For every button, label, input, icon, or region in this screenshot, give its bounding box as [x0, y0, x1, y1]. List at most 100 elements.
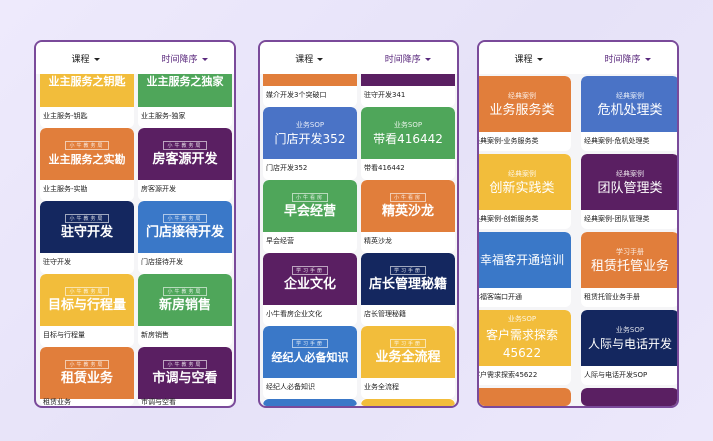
- cover-subtitle: 学习手册: [389, 266, 426, 275]
- cover-subtitle: 经典案例: [508, 91, 536, 100]
- course-card[interactable]: 小牛教务局 驻守开发 驻守开发: [40, 201, 134, 274]
- cover-title: 危机处理类: [597, 102, 663, 118]
- course-card[interactable]: 学习手册 租赁托管业务 租赁托管业务手册: [581, 232, 677, 307]
- chevron-down-icon: [317, 57, 324, 61]
- course-card[interactable]: [581, 388, 677, 406]
- cover-subtitle: 小牛教务局: [163, 360, 207, 369]
- course-title: 经典案例-危机处理类: [584, 137, 650, 145]
- course-filter-label: 课程: [295, 54, 314, 65]
- course-title: 业主服务-实勘: [43, 185, 88, 193]
- course-cover: 小牛教务局 新房销售: [138, 274, 232, 326]
- course-filter-dropdown[interactable]: 课程: [36, 52, 135, 65]
- cover-subtitle: 经典案例: [508, 169, 536, 178]
- cover-subtitle: 小牛教务局: [65, 360, 109, 369]
- course-card[interactable]: 小牛教务局 新房销售 新房销售: [138, 274, 232, 347]
- course-card[interactable]: 小牛看房 早会经营 早会经营: [263, 180, 357, 253]
- course-title: 新房销售: [141, 331, 169, 339]
- course-cover: 小牛教务局 市调与空看: [138, 347, 232, 399]
- course-card[interactable]: 经典案例 创新实践类 经典案例-创新服务类: [479, 154, 571, 229]
- course-grid: 媒介开发3个突破口 驻守开发341 业务SOP 门店开发352 门店开发352 …: [260, 42, 457, 406]
- course-title: 租赁托管业务手册: [584, 293, 640, 301]
- sort-dropdown[interactable]: 时间降序: [578, 52, 677, 65]
- cover-title: 业主服务之独家: [146, 74, 224, 88]
- course-cover: 小牛教务局 门店接待开发: [138, 201, 232, 253]
- cover-subtitle: 学习手册: [616, 247, 644, 256]
- course-card[interactable]: 小牛教务局 市调与空看 市调与空看: [138, 347, 232, 406]
- course-card[interactable]: 幸福客开通培训 幸福客端口开通: [479, 232, 571, 307]
- cover-subtitle: 学习手册: [291, 266, 328, 275]
- course-title: 市调与空看: [141, 398, 176, 406]
- sort-label: 时间降序: [604, 54, 641, 65]
- course-card[interactable]: 小牛教务局 门店接待开发 门店接待开发: [138, 201, 232, 274]
- course-title: 业主服务-独家: [141, 112, 186, 120]
- course-card[interactable]: 学习手册 业务全流程 业务全流程: [361, 326, 455, 399]
- course-cover: 小牛教务局 租赁业务: [40, 347, 134, 399]
- course-card[interactable]: 业务SOP 门店开发352 门店开发352: [263, 107, 357, 180]
- cover-subtitle: 学习手册: [389, 339, 426, 348]
- course-cover: [263, 399, 357, 406]
- cover-title: 带看416442: [373, 131, 443, 146]
- course-card[interactable]: [479, 388, 571, 406]
- course-card[interactable]: 学习手册 企业文化 小牛看房企业文化: [263, 253, 357, 326]
- course-card[interactable]: 经典案例 团队管理类 经典案例-团队管理类: [581, 154, 677, 229]
- course-filter-dropdown[interactable]: 课程: [260, 52, 359, 65]
- cover-title: 业务服务类: [489, 102, 555, 118]
- sort-label: 时间降序: [161, 54, 198, 65]
- chevron-down-icon: [424, 57, 431, 61]
- course-cover: 业务SOP 带看416442: [361, 107, 455, 159]
- course-card[interactable]: 小牛教务局 租赁业务 租赁业务: [40, 347, 134, 406]
- course-title: 驻守开发: [43, 258, 71, 266]
- course-card[interactable]: [361, 399, 455, 406]
- cover-subtitle: 小牛教务局: [65, 287, 109, 296]
- course-title: 经典案例-业务服务类: [479, 137, 539, 145]
- cover-title: 门店接待开发: [145, 225, 224, 240]
- course-title: 早会经营: [266, 237, 294, 245]
- course-card[interactable]: [263, 399, 357, 406]
- cover-subtitle: 小牛看房: [389, 193, 426, 202]
- course-card[interactable]: 业务SOP 人际与电话开发 人际与电话开发SOP: [581, 310, 677, 385]
- cover-title: 店长管理秘籍: [368, 277, 447, 292]
- cover-title: 创新实践类: [489, 180, 555, 196]
- course-card[interactable]: 经典案例 危机处理类 经典案例-危机处理类: [581, 76, 677, 151]
- course-title: 人际与电话开发SOP: [584, 371, 648, 379]
- course-card[interactable]: 小牛教务局 业主服务之实勘 业主服务-实勘: [40, 128, 134, 201]
- course-card[interactable]: 小牛看房 精英沙龙 精英沙龙: [361, 180, 455, 253]
- course-cover: [581, 388, 677, 406]
- course-card[interactable]: 小牛教务局 目标与行程量 目标与行程量: [40, 274, 134, 347]
- course-filter-dropdown[interactable]: 课程: [479, 52, 578, 65]
- cover-subtitle: 业务SOP: [615, 325, 645, 334]
- course-card[interactable]: 小牛教务局 房客源开发 房客源开发: [138, 128, 232, 201]
- cover-title: 人际与电话开发: [587, 336, 672, 351]
- course-cover: 学习手册 店长管理秘籍: [361, 253, 455, 305]
- cover-title: 经纪人必备知识: [271, 351, 349, 364]
- course-cover: [479, 388, 571, 406]
- cover-title: 租赁托管业务: [590, 258, 669, 274]
- course-card[interactable]: 学习手册 经纪人必备知识 经纪人必备知识: [263, 326, 357, 399]
- course-card[interactable]: 经典案例 业务服务类 经典案例-业务服务类: [479, 76, 571, 151]
- cover-title: 幸福客开通培训: [479, 252, 564, 267]
- cover-subtitle: 经典案例: [616, 91, 644, 100]
- course-cover: 业务SOP 客户需求探索 45622: [479, 310, 571, 366]
- cover-title: 团队管理类: [597, 180, 663, 196]
- course-card[interactable]: 业务SOP 客户需求探索 45622 客户需求探索45622: [479, 310, 571, 385]
- chevron-down-icon: [201, 57, 208, 61]
- cover-subtitle: 学习手册: [291, 339, 328, 348]
- course-title: 业主服务-钥匙: [43, 112, 88, 120]
- cover-title: 目标与行程量: [47, 298, 126, 313]
- cover-title: 业主服务之实勘: [48, 153, 126, 166]
- course-card[interactable]: 学习手册 店长管理秘籍 店长管理秘籍: [361, 253, 455, 326]
- cover-subtitle: 业务SOP: [507, 315, 537, 323]
- course-card[interactable]: 业务SOP 带看416442 带看416442: [361, 107, 455, 180]
- cover-title: 企业文化: [283, 277, 336, 292]
- cover-title: 客户需求探索 45622: [485, 328, 558, 360]
- cover-title: 业务全流程: [375, 350, 441, 365]
- cover-title: 租赁业务: [60, 371, 113, 386]
- course-title: 经典案例-创新服务类: [479, 215, 539, 223]
- sort-dropdown[interactable]: 时间降序: [359, 52, 458, 65]
- course-cover: 学习手册 租赁托管业务: [581, 232, 677, 288]
- sort-dropdown[interactable]: 时间降序: [135, 52, 234, 65]
- chevron-down-icon: [93, 57, 100, 61]
- cover-subtitle: 小牛教务局: [163, 214, 207, 223]
- course-grid: 经典案例 业务服务类 经典案例-业务服务类 经典案例 危机处理类 经典案例-危机…: [479, 42, 677, 406]
- course-cover: 小牛看房 精英沙龙: [361, 180, 455, 232]
